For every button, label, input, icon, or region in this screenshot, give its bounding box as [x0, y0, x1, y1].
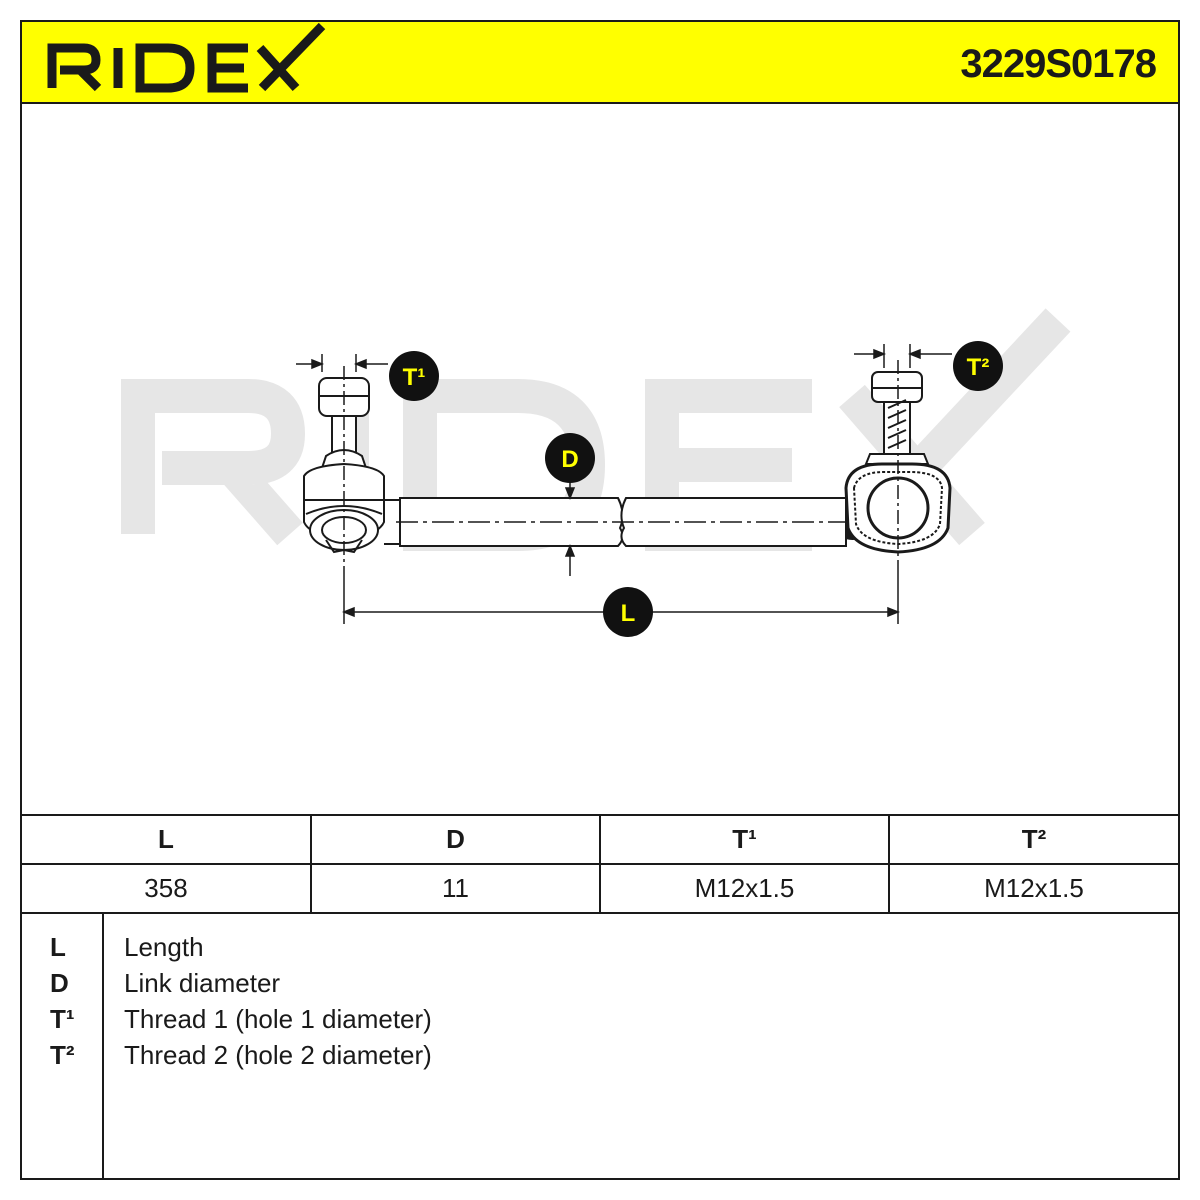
legend-desc: Link diameter [124, 968, 281, 998]
spec-header-t1: T¹ [600, 814, 890, 864]
spec-header-l: L [22, 814, 312, 864]
legend-desc: Thread 2 (hole 2 diameter) [124, 1040, 432, 1070]
spec-table-value-row: 358 11 M12x1.5 M12x1.5 [22, 863, 1178, 914]
callout-d-label: D [561, 446, 578, 473]
spec-value-l: 358 [22, 863, 312, 914]
datasheet: 3229S0178 [20, 20, 1180, 1180]
ridex-logo [47, 22, 326, 93]
spec-header-d: D [311, 814, 601, 864]
spec-value-t2: M12x1.5 [889, 863, 1178, 914]
spec-header-t2: T² [889, 814, 1178, 864]
spec-value-t1: M12x1.5 [600, 863, 890, 914]
legend-desc: Thread 1 (hole 1 diameter) [124, 1004, 432, 1034]
part-number: 3229S0178 [960, 42, 1157, 86]
right-ball-joint [844, 360, 952, 564]
spec-value-d: 11 [311, 863, 601, 914]
legend-key: L [50, 932, 66, 962]
callout-t1-label: T¹ [403, 364, 426, 391]
spec-table: L D T¹ T² 358 11 M12x1.5 M12x1.5 [22, 814, 1178, 914]
left-ball-joint [303, 366, 385, 574]
callout-l-label: L [621, 600, 636, 627]
callout-d: D [545, 433, 595, 483]
link-rod [384, 497, 872, 547]
legend-key-column [22, 912, 104, 1178]
spec-table-header-row: L D T¹ T² [22, 814, 1178, 864]
legend-key: T² [50, 1040, 75, 1070]
dimension-t2 [854, 344, 952, 368]
dimension-d [564, 478, 576, 576]
dimension-t1 [296, 354, 388, 372]
legend-desc: Length [124, 932, 204, 962]
callout-t1: T¹ [389, 351, 439, 401]
legend-key: D [50, 968, 69, 998]
legend: L Length D Link diameter T¹ Thread 1 (ho… [22, 912, 1178, 1178]
header-bar: 3229S0178 [22, 22, 1178, 104]
legend-key: T¹ [50, 1004, 75, 1034]
callout-t2-label: T² [967, 354, 990, 381]
callout-t2: T² [953, 341, 1003, 391]
callout-l: L [603, 587, 653, 637]
technical-drawing: T¹ T² D L [121, 308, 1071, 637]
